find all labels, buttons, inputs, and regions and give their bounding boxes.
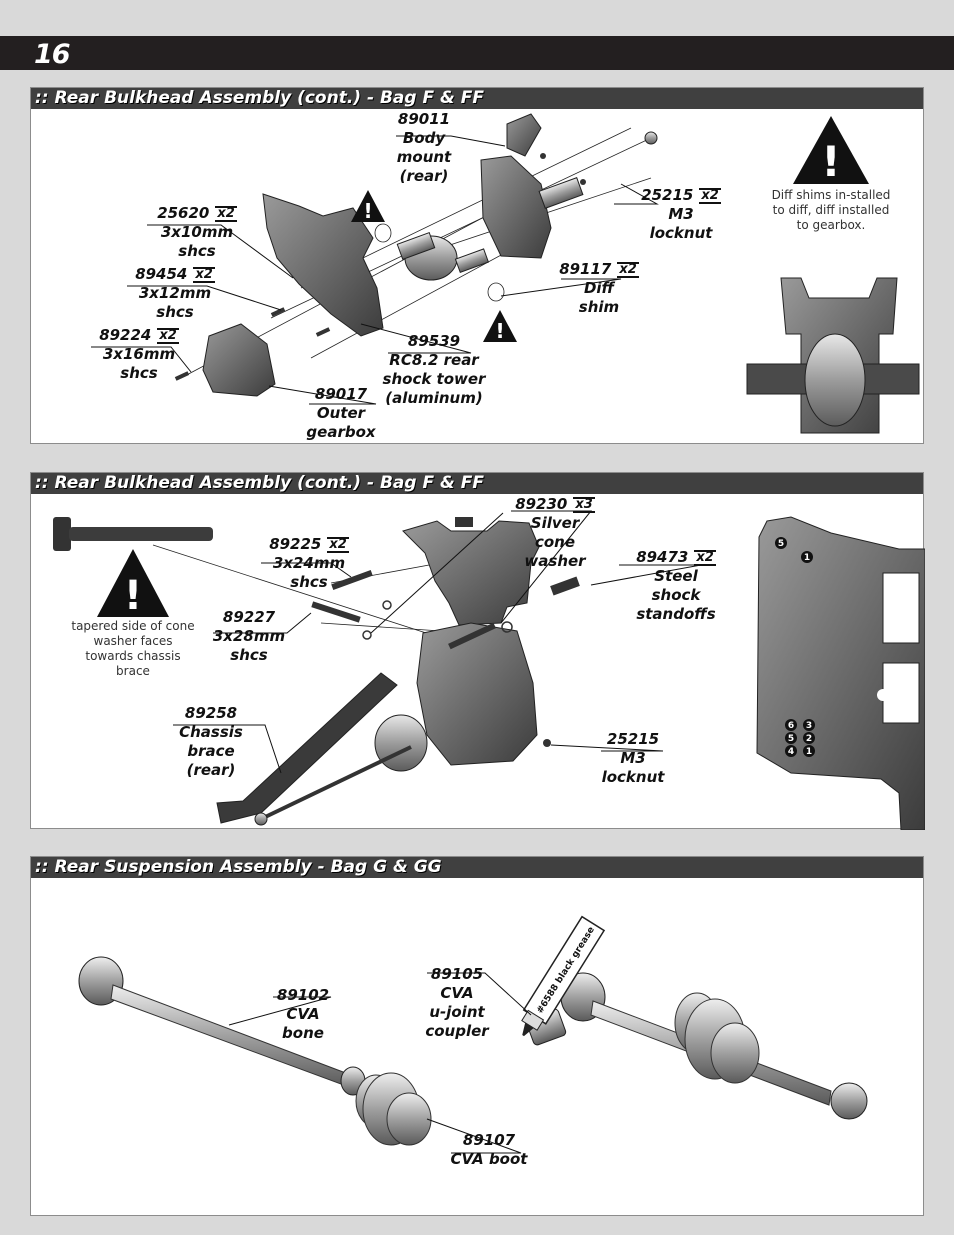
svg-text:!: ! — [821, 137, 840, 186]
hole-number: 6 — [788, 721, 794, 731]
hole-number: 5 — [778, 539, 784, 549]
cva-boot-left — [355, 1072, 432, 1146]
assembled-gearbox-inset — [746, 277, 920, 434]
hole-number: 1 — [806, 747, 812, 757]
section-title: :: Rear Suspension Assembly - Bag G & GG — [31, 857, 923, 878]
section-title: :: Rear Bulkhead Assembly (cont.) - Bag … — [31, 473, 923, 494]
section-title: :: Rear Bulkhead Assembly (cont.) - Bag … — [31, 88, 923, 109]
hole-number: 1 — [804, 553, 810, 563]
cva-boot-right — [674, 992, 760, 1084]
hole-number: 3 — [806, 721, 812, 731]
svg-text:!: ! — [363, 199, 372, 223]
exploded-diagram-3: #6588 black grease — [78, 915, 868, 1154]
section-rear-suspension: :: Rear Suspension Assembly - Bag G & GG — [30, 856, 924, 1216]
warning-icon: ! — [793, 116, 869, 186]
warning-icon: ! — [97, 549, 169, 619]
cone-washer-note: tapered side of cone washer faces toward… — [71, 619, 195, 678]
section-rear-bulkhead-2: :: Rear Bulkhead Assembly (cont.) - Bag … — [30, 472, 925, 830]
section-rear-bulkhead-1: :: Rear Bulkhead Assembly (cont.) - Bag … — [30, 87, 924, 444]
warning-icon: ! — [351, 190, 385, 223]
exploded-diagram-2: ! 5 — [53, 510, 925, 830]
page-number: 16 — [34, 39, 71, 70]
svg-text:!: ! — [124, 573, 142, 619]
warning-icon: ! — [483, 310, 517, 343]
exploded-diagram-1: ! ! ! — [91, 113, 920, 434]
page-header-bar — [0, 36, 954, 70]
hole-number: 5 — [788, 734, 794, 744]
hole-number: 4 — [788, 747, 794, 757]
hole-number: 2 — [806, 734, 812, 744]
chassis-plate-inset — [756, 516, 925, 830]
svg-text:!: ! — [495, 319, 504, 343]
diff-shim-note: Diff shims in-stalled to diff, diff inst… — [771, 188, 891, 232]
